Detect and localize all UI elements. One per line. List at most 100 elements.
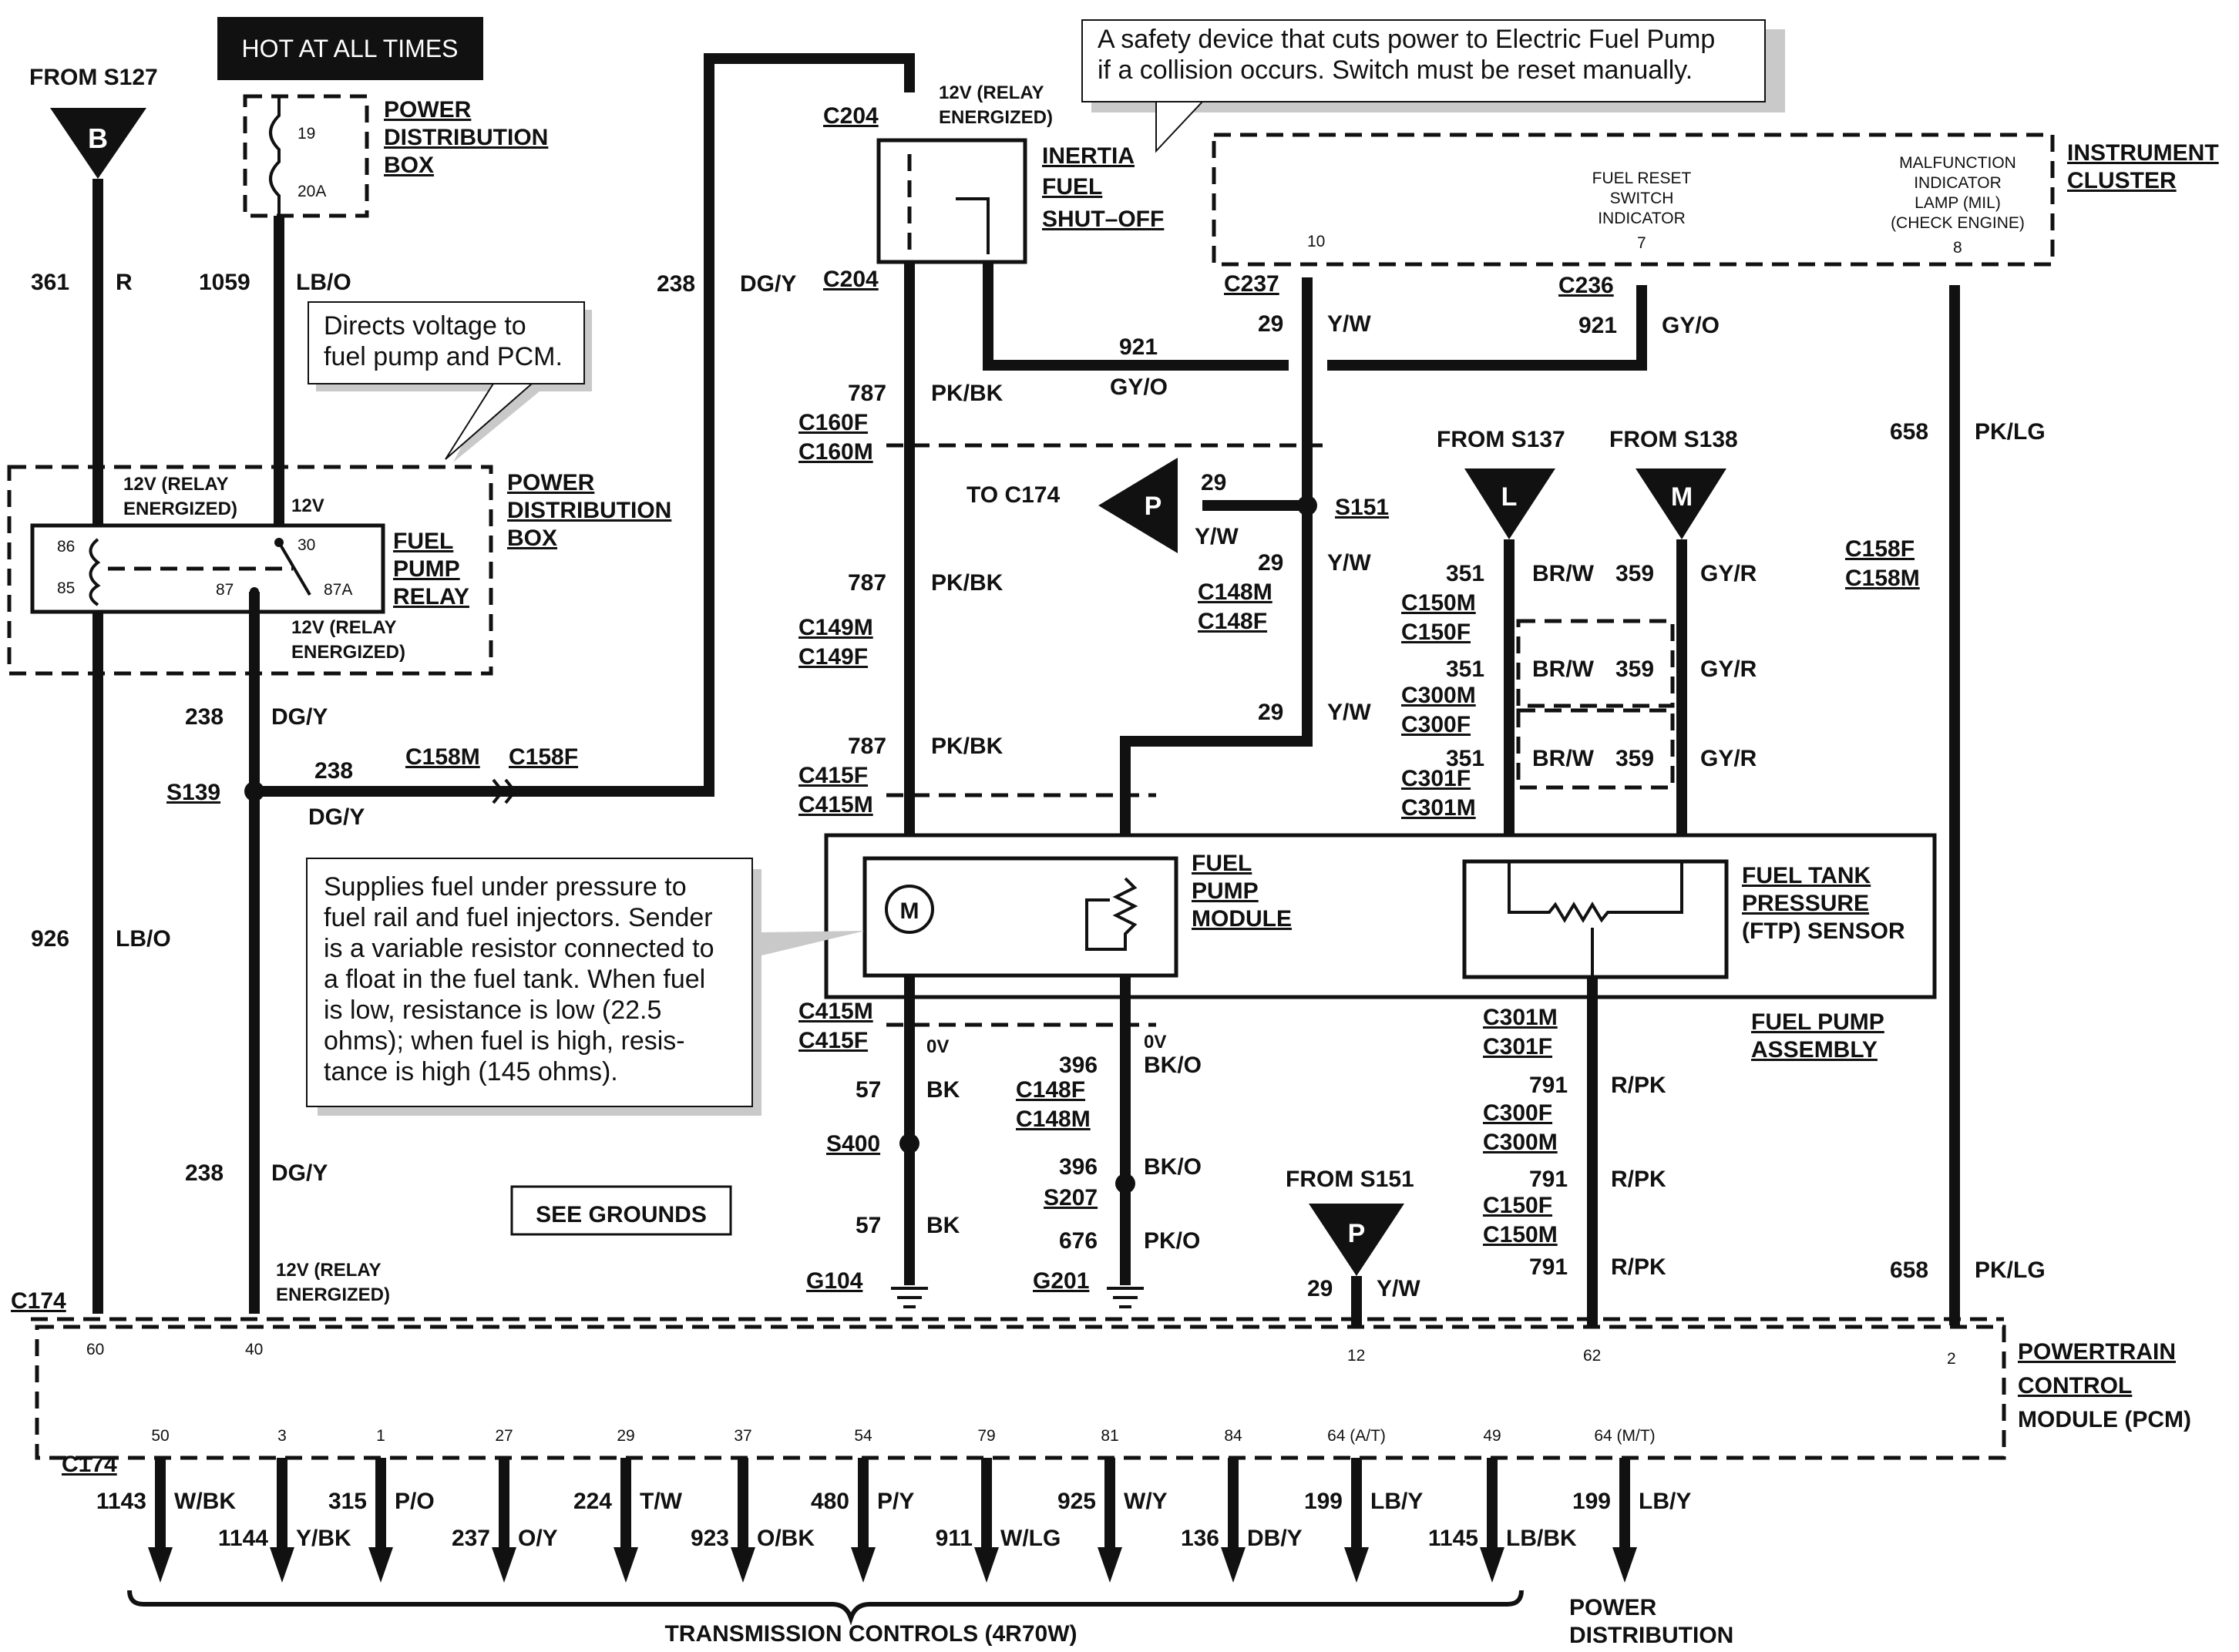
- bottom-wire-num-11: 1145: [1428, 1526, 1478, 1551]
- conn-c301f-b: C301F: [1483, 1034, 1552, 1059]
- bottom-wire-color-2: P/O: [395, 1489, 435, 1514]
- c150-c300-dash: [1516, 619, 1675, 708]
- wire-57b-color: BK: [926, 1213, 960, 1238]
- conn-c301m-a: C301M: [1401, 795, 1476, 821]
- pump-note-box: [306, 858, 753, 1107]
- wire-351c-color: BR/W: [1532, 746, 1595, 771]
- bottom-wire-arrow-8: [1098, 1547, 1122, 1583]
- wire-921b-color: GY/O: [1662, 313, 1720, 338]
- conn-c300m-a: C300M: [1401, 683, 1476, 708]
- wire-238b-color: DG/Y: [308, 804, 365, 830]
- conn-c150f-a: C150F: [1401, 620, 1471, 645]
- pcm-pin-62: 62: [1583, 1347, 1601, 1365]
- source-p-bottom-triangle: [1309, 1204, 1404, 1276]
- bottom-wire-arrow-7: [974, 1547, 999, 1583]
- pump-note-7: tance is high (145 ohms).: [324, 1057, 618, 1086]
- conn-c158m-b: C158M: [1845, 566, 1920, 591]
- conn-c174-bot: C174: [62, 1452, 117, 1477]
- relay-12v-top-2: ENERGIZED): [123, 499, 237, 519]
- ftp-label-1: FUEL TANK: [1742, 863, 1871, 888]
- wire-791b-num: 791: [1529, 1167, 1568, 1192]
- bottom-wire-arrow-10: [1344, 1547, 1369, 1583]
- pdb-top-box: [243, 94, 369, 218]
- bottom-wire-color-11: LB/BK: [1506, 1526, 1577, 1551]
- fuse-20a: 20A: [298, 183, 326, 200]
- conn-c148f-a: C148F: [1198, 609, 1267, 634]
- safety-note-box: [1081, 19, 1766, 102]
- fuel-reset-2: SWITCH: [1610, 190, 1674, 207]
- pump-motor-letter: M: [900, 898, 919, 924]
- safety-note-pointer: [1155, 101, 1205, 153]
- bottom-wire-pin-11: 49: [1483, 1427, 1501, 1445]
- relay-12v-bot-2: ENERGIZED): [291, 642, 405, 663]
- ftp-sensor-box: [1462, 859, 1729, 979]
- wire-238c-num: 238: [657, 271, 695, 297]
- conn-c149f: C149F: [798, 644, 868, 670]
- relay-coil: [89, 538, 101, 606]
- conn-c160f: C160F: [798, 410, 868, 435]
- conn-c160m: C160M: [798, 439, 873, 465]
- conn-c150f-b: C150F: [1483, 1193, 1552, 1218]
- inertia-12v-2: ENERGIZED): [939, 107, 1053, 128]
- zero-v-left: 0V: [926, 1036, 949, 1057]
- wire-359b-color: GY/R: [1700, 656, 1757, 682]
- bottom-wire-pin-5: 37: [734, 1427, 751, 1445]
- cluster-label-2: CLUSTER: [2067, 168, 2177, 193]
- wire-29a-num: 29: [1258, 311, 1283, 337]
- pcm-box: [35, 1325, 2006, 1460]
- see-grounds-label: SEE GROUNDS: [536, 1202, 707, 1227]
- bottom-wire-arrow-3: [492, 1547, 516, 1583]
- bottom-wire-num-12: 199: [1572, 1489, 1611, 1514]
- wire-359a-num: 359: [1615, 561, 1654, 586]
- conn-c415m-b: C415M: [798, 999, 873, 1024]
- bottom-wire-num-5: 923: [691, 1526, 729, 1551]
- fuel-reset-3: INDICATOR: [1598, 210, 1686, 227]
- wire-921-cluster: [1327, 285, 1647, 371]
- wire-787c-color: PK/BK: [931, 734, 1004, 759]
- relay-note-pointer: [445, 383, 534, 460]
- wire-791c-num: 791: [1529, 1254, 1568, 1280]
- wire-351b-num: 351: [1446, 656, 1484, 682]
- source-s138: FROM S138: [1609, 427, 1738, 452]
- pump-note-6: ohms); when fuel is high, resis-: [324, 1026, 685, 1056]
- safety-note-2: if a collision occurs. Switch must be re…: [1098, 55, 1693, 85]
- wire-921: [983, 262, 1289, 371]
- conn-c300f-a: C300F: [1401, 712, 1471, 737]
- ground-g201: [1107, 1287, 1144, 1308]
- connector-c158-symbol: [492, 778, 517, 804]
- relay-pin-30: 30: [298, 536, 315, 554]
- wire-29b-color: Y/W: [1195, 524, 1239, 549]
- transmission-label: TRANSMISSION CONTROLS (4R70W): [664, 1621, 1077, 1647]
- wire-658b-color: PK/LG: [1975, 1257, 2046, 1283]
- bottom-wire-pin-10: 64 (A/T): [1327, 1427, 1386, 1445]
- fuel-pump-relay-box: [30, 523, 385, 614]
- pump-module-label-1: FUEL: [1192, 851, 1252, 876]
- conn-c174-top: C174: [11, 1288, 66, 1314]
- transmission-brace: [127, 1590, 1524, 1626]
- pump-motor: [885, 885, 934, 934]
- wire-359c-color: GY/R: [1700, 746, 1757, 771]
- bottom-wire-num-10: 199: [1304, 1489, 1343, 1514]
- bottom-wire-num-0: 1143: [96, 1489, 146, 1514]
- ftp-label-3: (FTP) SENSOR: [1742, 918, 1905, 944]
- source-l-letter: L: [1501, 482, 1518, 512]
- pump-note-5: is low, resistance is low (22.5: [324, 996, 661, 1025]
- wire-29e-color: Y/W: [1377, 1276, 1420, 1301]
- ftp-sensor-element: [1508, 863, 1683, 979]
- pump-module-label-2: PUMP: [1192, 878, 1259, 904]
- bottom-wire-num-1: 1144: [218, 1526, 268, 1551]
- source-p-left-triangle: [1098, 458, 1178, 553]
- wire-787c-num: 787: [848, 734, 886, 759]
- wire-791c-color: R/PK: [1611, 1254, 1666, 1280]
- relay-pin-87a: 87A: [324, 581, 352, 599]
- pcm-pin-60: 60: [86, 1341, 104, 1358]
- pump-assembly-label-1: FUEL PUMP: [1751, 1009, 1884, 1035]
- fuel-reset-1: FUEL RESET: [1592, 170, 1692, 187]
- inertia-switch-box: [876, 138, 1027, 264]
- bottom-wire-pin-4: 29: [617, 1427, 634, 1445]
- conn-c148f-b: C148F: [1016, 1077, 1085, 1103]
- splice-s400: [899, 1133, 919, 1153]
- inertia-contact: [956, 197, 990, 254]
